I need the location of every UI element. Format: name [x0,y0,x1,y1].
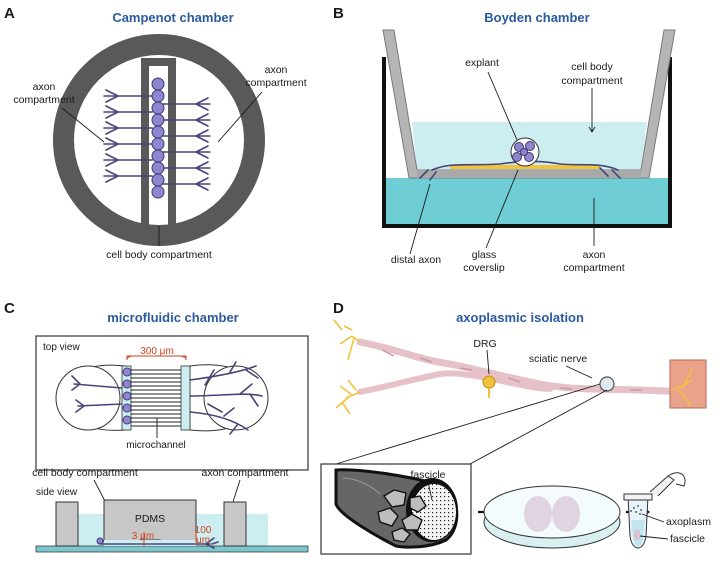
label-cell-body-b-2: compartment [561,75,622,87]
leader-cell-body-b [588,88,596,133]
label-pdms: PDMS [135,513,165,525]
panel-d: D axoplasmic isolation DRG sciatic nerve [320,300,711,555]
label-cell-body-b-1: cell body [571,61,613,73]
nerve-illustration [333,319,707,415]
label-axon-b-1: axon [583,249,606,261]
campenot-neurons [103,77,211,199]
panel-letter-a: A [4,5,15,22]
label-axoplasm: axoplasm [666,516,711,528]
label-explant: explant [465,57,499,69]
label-axon-left-2: compartment [13,94,74,106]
label-glass-2: coverslip [463,262,505,274]
leader-axon-left [61,107,105,143]
label-axon-b-2: compartment [563,262,624,274]
explant [419,137,621,181]
panel-c: C microfluidic chamber top view [4,300,309,553]
panel-letter-c: C [4,300,15,317]
label-axon-c: axon compartment [202,467,289,479]
glass-coverslip [450,165,600,169]
leader-drg [486,349,490,375]
label-cell-body-c: cell body compartment [32,467,138,479]
eppendorf-tube [623,472,686,549]
panel-b: B Boyden chamber explant cell body com [333,5,676,274]
label-axon-left-1: axon [33,81,56,93]
label-cell-body-a: cell body compartment [106,249,212,261]
leader-explant [487,71,518,141]
panel-title-d: axoplasmic isolation [456,310,584,325]
microfluidic-side [35,499,309,553]
boyden-outer-well [382,57,672,228]
leader-axon-right [217,91,263,143]
panel-title-b: Boyden chamber [484,10,589,25]
label-fascicle-top: fascicle [410,469,445,481]
label-distal-axon: distal axon [391,254,441,266]
panel-letter-b: B [333,5,344,22]
leader-axoplasm [641,513,665,523]
label-side-view: side view [36,487,78,498]
label-glass-1: glass [472,249,497,261]
panel-title-a: Campenot chamber [112,10,233,25]
label-microchannel: microchannel [126,440,185,451]
label-fascicle-bottom: fascicle [670,533,705,545]
leader-fascicle-top [427,481,433,501]
leader-fascicle-bottom [639,535,669,540]
fascicle-cross-section [334,468,459,549]
label-axon-right-1: axon [265,64,288,76]
label-axon-right-2: compartment [245,77,306,89]
label-sciatic: sciatic nerve [529,353,588,365]
leader-glass [485,169,519,249]
label-300um: 300 μm [140,346,174,357]
label-3um: 3 μm [132,531,154,542]
label-100-1: 100 [195,525,212,536]
leader-sciatic [565,365,593,379]
label-drg: DRG [473,338,496,350]
microfluidic-top [55,355,269,435]
label-100-2: μm [196,535,210,546]
petri-dish [483,485,621,549]
panel-title-c: microfluidic chamber [107,310,238,325]
zoom-lines [335,383,608,465]
leader-distal-axon [409,183,431,255]
panel-a: A Campenot chamber [4,5,307,261]
label-top-view: top view [43,342,80,353]
panel-letter-d: D [333,300,344,317]
